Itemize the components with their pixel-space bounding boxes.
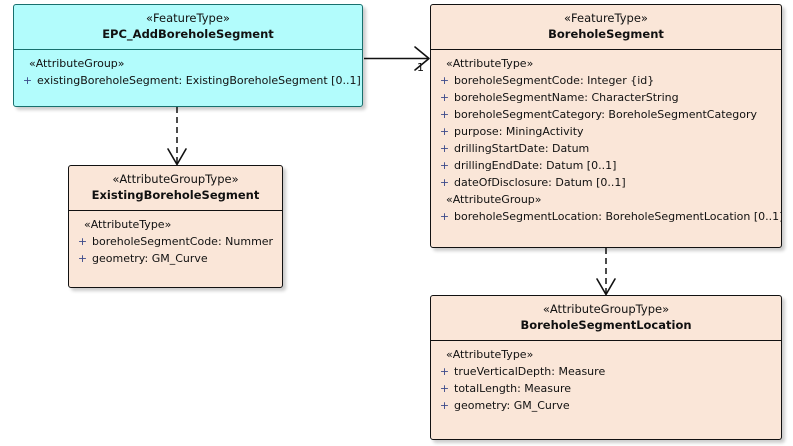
visibility-marker: +: [77, 252, 88, 265]
class-name: EPC_AddBoreholeSegment: [102, 27, 274, 41]
attribute-row[interactable]: + dateOfDisclosure: Datum [0..1]: [435, 174, 777, 191]
attribute-group-label: «AttributeType»: [84, 218, 172, 231]
attribute-row[interactable]: + boreholeSegmentLocation: BoreholeSegme…: [435, 208, 781, 225]
visibility-marker: +: [439, 210, 450, 223]
visibility-marker: +: [439, 159, 450, 172]
attribute-row[interactable]: + boreholeSegmentCategory: BoreholeSegme…: [435, 106, 777, 123]
attribute-row[interactable]: + geometry: GM_Curve: [435, 397, 777, 414]
attribute-signature: drillingEndDate: Datum [0..1]: [454, 159, 617, 172]
attribute-signature: totalLength: Measure: [454, 382, 572, 395]
class-attributes-compartment: «AttributeGroup» + existingBoreholeSegme…: [14, 50, 362, 95]
attribute-signature: geometry: GM_Curve: [454, 399, 570, 412]
association-multiplicity-label: 1: [417, 61, 424, 74]
class-stereotype: «AttributeGroupType»: [112, 172, 239, 186]
attribute-signature: boreholeSegmentCode: Integer {id}: [454, 74, 655, 87]
attribute-signature: existingBoreholeSegment: ExistingBorehol…: [37, 74, 361, 87]
open-arrowhead-icon: [167, 148, 187, 166]
class-box-epc-add-borehole-segment[interactable]: «FeatureType» EPC_AddBoreholeSegment «At…: [13, 4, 363, 107]
class-header: «AttributeGroupType» BoreholeSegmentLoca…: [431, 296, 781, 341]
class-attributes-compartment: «AttributeType» + trueVerticalDepth: Mea…: [431, 341, 781, 420]
class-header: «FeatureType» BoreholeSegment: [431, 5, 781, 50]
attribute-signature: trueVerticalDepth: Measure: [454, 365, 606, 378]
class-stereotype: «FeatureType»: [146, 11, 230, 25]
visibility-marker: +: [22, 74, 33, 87]
visibility-marker: +: [439, 176, 450, 189]
open-arrowhead-icon: [596, 278, 616, 296]
attribute-group-label: «AttributeType»: [446, 57, 534, 70]
class-stereotype: «AttributeGroupType»: [542, 302, 670, 316]
attribute-row[interactable]: + drillingEndDate: Datum [0..1]: [435, 157, 777, 174]
attribute-signature: purpose: MiningActivity: [454, 125, 584, 138]
attribute-signature: boreholeSegmentCode: Nummer: [92, 235, 274, 248]
attribute-signature: geometry: GM_Curve: [92, 252, 208, 265]
attribute-signature: boreholeSegmentLocation: BoreholeSegment…: [454, 210, 782, 223]
class-name: BoreholeSegment: [548, 27, 664, 41]
class-header: «AttributeGroupType» ExistingBoreholeSeg…: [69, 166, 282, 211]
class-stereotype: «FeatureType»: [564, 11, 648, 25]
class-box-borehole-segment[interactable]: «FeatureType» BoreholeSegment «Attribute…: [430, 4, 782, 248]
attribute-row[interactable]: + boreholeSegmentName: CharacterString: [435, 89, 777, 106]
visibility-marker: +: [439, 142, 450, 155]
visibility-marker: +: [439, 74, 450, 87]
class-name: BoreholeSegmentLocation: [520, 318, 692, 332]
attribute-group-label: «AttributeType»: [446, 348, 534, 361]
visibility-marker: +: [439, 365, 450, 378]
attribute-signature: boreholeSegmentName: CharacterString: [454, 91, 679, 104]
class-attributes-compartment: «AttributeType» + boreholeSegmentCode: I…: [431, 50, 781, 231]
attribute-group-label: «AttributeGroup»: [446, 193, 542, 206]
class-box-borehole-segment-location[interactable]: «AttributeGroupType» BoreholeSegmentLoca…: [430, 295, 782, 440]
attribute-row[interactable]: + trueVerticalDepth: Measure: [435, 363, 777, 380]
visibility-marker: +: [439, 125, 450, 138]
attribute-row[interactable]: + geometry: GM_Curve: [73, 250, 278, 267]
attribute-signature: boreholeSegmentCategory: BoreholeSegment…: [454, 108, 758, 121]
visibility-marker: +: [77, 235, 88, 248]
attribute-signature: dateOfDisclosure: Datum [0..1]: [454, 176, 626, 189]
class-box-existing-borehole-segment[interactable]: «AttributeGroupType» ExistingBoreholeSeg…: [68, 165, 283, 288]
class-name: ExistingBoreholeSegment: [91, 188, 260, 202]
attribute-signature: drillingStartDate: Datum: [454, 142, 590, 155]
attribute-row[interactable]: + purpose: MiningActivity: [435, 123, 777, 140]
visibility-marker: +: [439, 382, 450, 395]
visibility-marker: +: [439, 108, 450, 121]
class-attributes-compartment: «AttributeType» + boreholeSegmentCode: N…: [69, 211, 282, 273]
attribute-row[interactable]: + existingBoreholeSegment: ExistingBoreh…: [18, 72, 361, 89]
attribute-row[interactable]: + boreholeSegmentCode: Integer {id}: [435, 72, 777, 89]
connector-epc-to-existing-borehole-segment: [167, 107, 187, 166]
attribute-row[interactable]: + boreholeSegmentCode: Nummer: [73, 233, 278, 250]
class-header: «FeatureType» EPC_AddBoreholeSegment: [14, 5, 362, 50]
connector-borehole-segment-to-location: [596, 248, 616, 296]
attribute-row[interactable]: + totalLength: Measure: [435, 380, 777, 397]
attribute-row[interactable]: + drillingStartDate: Datum: [435, 140, 777, 157]
visibility-marker: +: [439, 91, 450, 104]
visibility-marker: +: [439, 399, 450, 412]
attribute-group-label: «AttributeGroup»: [29, 57, 125, 70]
